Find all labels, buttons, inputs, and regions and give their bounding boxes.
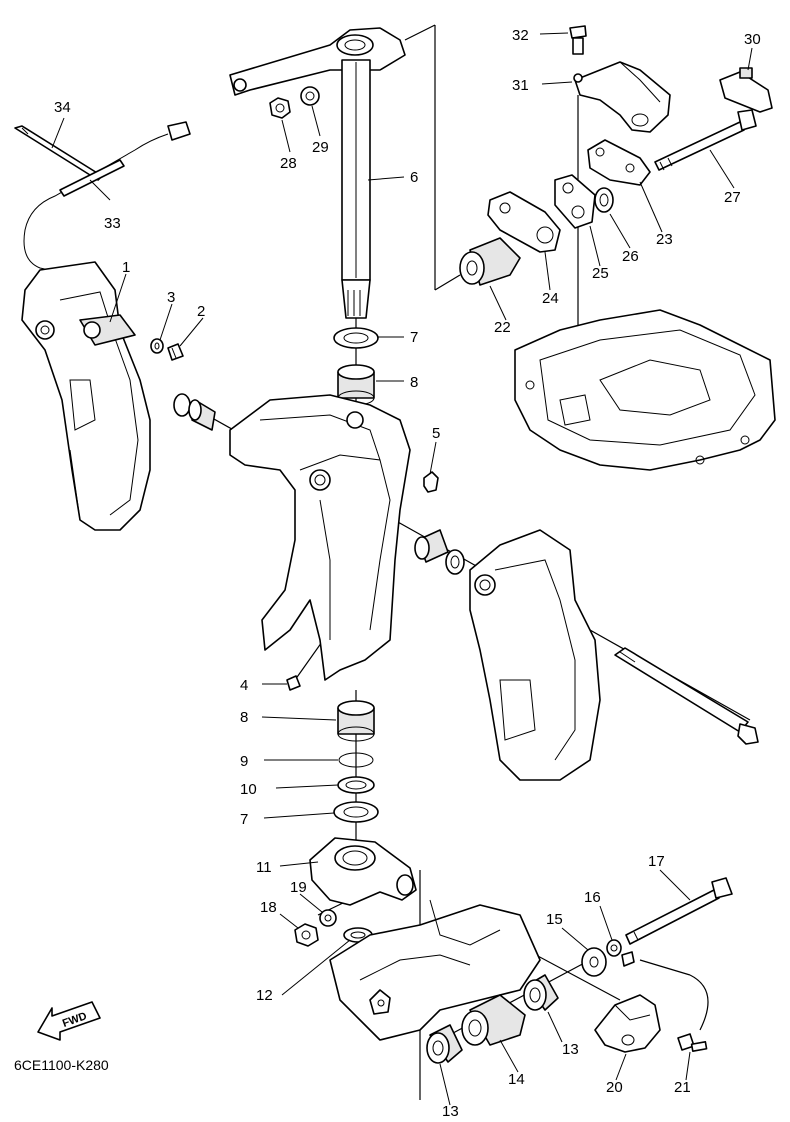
callout-13-left: 13 xyxy=(442,1103,459,1120)
part-22-rubber-mount xyxy=(459,237,521,286)
callout-6: 6 xyxy=(410,169,418,186)
callout-15: 15 xyxy=(546,911,563,928)
callout-24: 24 xyxy=(542,290,559,307)
left-clamp-bracket xyxy=(21,261,151,531)
part-9-o-ring xyxy=(338,752,374,768)
part-28-nut xyxy=(269,97,291,119)
callout-32: 32 xyxy=(512,27,529,44)
callout-18: 18 xyxy=(260,899,277,916)
callout-19: 19 xyxy=(290,879,307,896)
callout-20: 20 xyxy=(606,1079,623,1096)
callout-12: 12 xyxy=(256,987,273,1004)
part-14-rubber-mount xyxy=(461,994,526,1046)
part-5-grease-nipple xyxy=(423,471,439,493)
callout-2: 2 xyxy=(197,303,205,320)
part-24-plate xyxy=(487,191,561,253)
part-2-screw xyxy=(167,343,184,361)
leader-lines xyxy=(51,32,753,1106)
callout-3: 3 xyxy=(167,289,175,306)
part-7-washer-upper xyxy=(333,327,379,349)
part-31-mount-cover xyxy=(574,61,671,133)
callout-labels: 1 2 3 4 5 6 7 8 8 9 10 7 11 12 13 13 14 … xyxy=(54,27,761,1120)
callout-13-right: 13 xyxy=(562,1041,579,1058)
part-19-washer xyxy=(319,909,337,927)
tilt-tube-rod xyxy=(614,647,759,745)
part-25-plate xyxy=(554,174,596,229)
callout-23: 23 xyxy=(656,231,673,248)
callout-7-lower: 7 xyxy=(240,811,248,828)
callout-8-upper: 8 xyxy=(410,374,418,391)
part-23-plate xyxy=(587,139,651,186)
part-3-washer xyxy=(150,338,164,354)
part-7-washer-lower xyxy=(333,801,379,823)
callout-22: 22 xyxy=(494,319,511,336)
callout-28: 28 xyxy=(280,155,297,172)
callout-7-upper: 7 xyxy=(410,329,418,346)
callout-10: 10 xyxy=(240,781,257,798)
callout-21: 21 xyxy=(674,1079,691,1096)
fwd-arrow-icon: FWD xyxy=(37,1001,101,1041)
callout-5: 5 xyxy=(432,425,440,442)
right-clamp-bracket xyxy=(469,529,601,781)
diagram-code: 6CE1100-K280 xyxy=(14,1057,109,1073)
callout-30: 30 xyxy=(744,31,761,48)
part-26-washer xyxy=(594,187,614,213)
callout-4: 4 xyxy=(240,677,248,694)
part-30-bracket xyxy=(719,67,773,113)
part-13-cap-right xyxy=(523,974,559,1011)
upper-casing xyxy=(514,309,776,471)
callout-26: 26 xyxy=(622,248,639,265)
part-29-washer xyxy=(300,86,320,106)
part-20-cover xyxy=(594,994,661,1053)
callout-33: 33 xyxy=(104,215,121,232)
part-17-bolt xyxy=(625,877,733,945)
part-4-screw xyxy=(286,675,301,691)
part-15-washer xyxy=(581,947,607,977)
part-10-washer xyxy=(337,776,375,794)
callout-1: 1 xyxy=(122,259,130,276)
part-1-lever xyxy=(79,314,136,346)
left-bushing-collar xyxy=(173,393,216,431)
part-13-cap-left xyxy=(426,1024,463,1064)
part-8-bushing-lower xyxy=(337,700,375,742)
part-27-bolt xyxy=(654,109,757,171)
callout-14: 14 xyxy=(508,1071,525,1088)
part-11-lower-mount-housing xyxy=(309,837,417,906)
callout-8-lower: 8 xyxy=(240,709,248,726)
part-21-bolt xyxy=(677,1033,708,1052)
callout-11: 11 xyxy=(256,859,272,876)
right-bushing-collar xyxy=(414,529,465,575)
swivel-bracket xyxy=(229,394,411,681)
callout-17: 17 xyxy=(648,853,665,870)
callout-34: 34 xyxy=(54,99,71,116)
callout-16: 16 xyxy=(584,889,601,906)
part-6-steering-shaft xyxy=(229,27,406,319)
part-33-lead-wire xyxy=(23,121,191,281)
callout-29: 29 xyxy=(312,139,329,156)
callout-27: 27 xyxy=(724,189,741,206)
part-34-cable-tie xyxy=(14,125,103,181)
part-32-bolt xyxy=(569,25,587,83)
callout-25: 25 xyxy=(592,265,609,282)
callout-31: 31 xyxy=(512,77,529,94)
part-16-washer xyxy=(606,939,635,967)
callout-9: 9 xyxy=(240,753,248,770)
part-18-nut xyxy=(294,923,319,947)
